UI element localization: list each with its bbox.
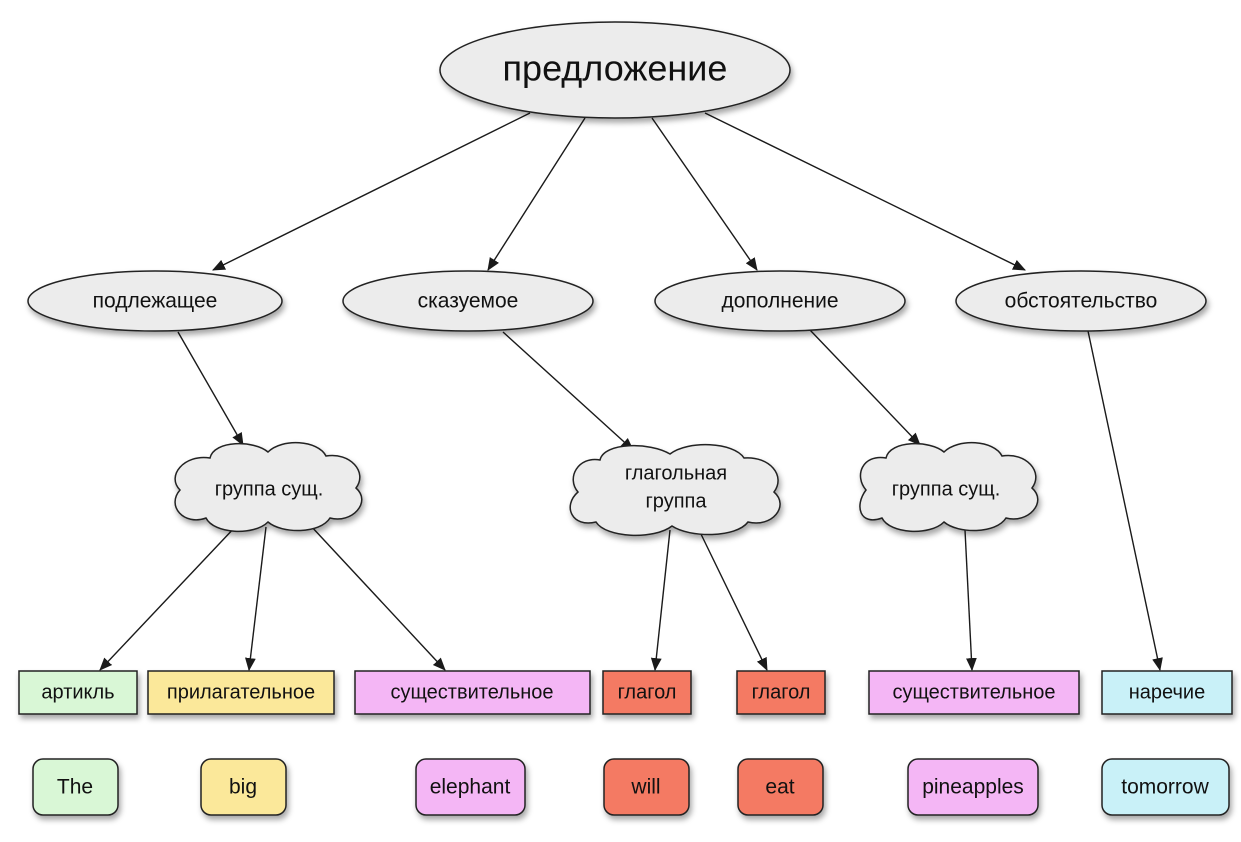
cloud-verb-group (569, 444, 781, 536)
word-eat: eat (737, 758, 824, 816)
edge-np-noun1 (309, 524, 446, 671)
object-np-label: группа сущ. (892, 478, 1001, 500)
word-tomorrow-label: tomorrow (1121, 776, 1209, 799)
article-label: артикль (41, 681, 114, 703)
edge-vg-verb1 (650, 529, 671, 672)
word-will: will (603, 758, 690, 816)
word-eat-label: eat (765, 776, 794, 799)
noun-1-label: существительное (390, 681, 553, 703)
word-pineapples: pineapples (907, 758, 1039, 816)
verb-1-label: глагол (618, 681, 677, 703)
edge-root-object (651, 117, 758, 271)
node-adverbial: обстоятельство (955, 270, 1207, 332)
root-label: предложение (503, 48, 728, 89)
node-subject: подлежащее (27, 270, 283, 332)
pos-noun-2: существительное (868, 670, 1080, 715)
predicate-label: сказуемое (418, 290, 519, 313)
adjective-label: прилагательное (167, 681, 315, 703)
word-big-label: big (229, 776, 257, 799)
edge-np-article (99, 524, 238, 671)
edge-root-predicate (487, 117, 586, 271)
pos-verb-2: глагол (736, 670, 826, 715)
pos-noun-1: существительное (354, 670, 591, 715)
edge-vg-verb2 (698, 529, 768, 671)
word-the-label: The (57, 776, 93, 799)
word-elephant: elephant (415, 758, 526, 816)
subject-label: подлежащее (93, 290, 218, 313)
cloud-object-np (859, 441, 1039, 533)
adverb-label: наречие (1129, 681, 1205, 703)
edge-np-adjective (245, 526, 267, 672)
word-will-label: will (630, 776, 660, 799)
adverbial-label: обстоятельство (1005, 290, 1158, 313)
node-predicate: сказуемое (342, 270, 594, 332)
pos-adjective: прилагательное (147, 670, 335, 715)
edge-subject-np (177, 331, 244, 446)
pos-adverb: наречие (1101, 670, 1233, 715)
node-object: дополнение (654, 270, 906, 332)
verb-group-label-line1: глагольная (625, 462, 727, 484)
edge-adverbial-adverb (1087, 330, 1163, 672)
root-node: предложение (439, 21, 791, 119)
object-label: дополнение (721, 290, 838, 313)
word-elephant-label: elephant (430, 776, 511, 799)
noun-2-label: существительное (892, 681, 1055, 703)
subject-np-label: группа сущ. (215, 478, 324, 500)
edge-predicate-vg (502, 331, 634, 451)
word-the: The (32, 758, 119, 816)
edges (99, 112, 1163, 672)
edge-root-adverbial (704, 112, 1026, 271)
pos-article: артикль (18, 670, 138, 715)
edge-np2-noun2 (964, 529, 977, 672)
word-tomorrow: tomorrow (1101, 758, 1230, 816)
verb-2-label: глагол (752, 681, 811, 703)
word-pineapples-label: pineapples (922, 776, 1024, 799)
edge-object-np (809, 329, 921, 446)
pos-verb-1: глагол (602, 670, 692, 715)
edge-root-subject (212, 112, 531, 271)
word-big: big (200, 758, 287, 816)
verb-group-label-line2: группа (646, 490, 708, 512)
cloud-subject-np (174, 441, 363, 533)
